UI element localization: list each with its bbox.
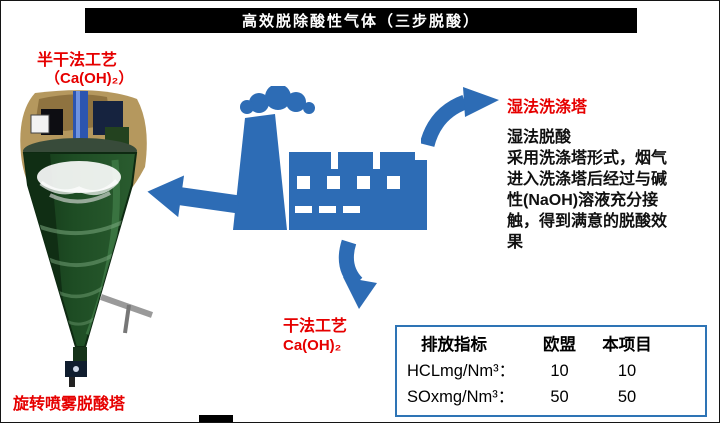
bottom-marker [199,415,233,422]
factory-icon [233,86,427,230]
table-cell-hcl-label: HCLmg/Nm³： [407,362,516,380]
table-cell-hcl-eu: 10 [550,362,569,380]
wet-scrubber-description: 湿法脱酸 采用洗涤塔形式，烟气 进入洗涤塔后经过与碱 性(NaOH)溶液充分接 … [507,127,717,253]
wet-line: 进入洗涤塔后经过与碱 [507,171,668,188]
spray-tower-label: 旋转喷雾脱酸塔 [13,396,126,413]
dry-process-label: 干法工艺 [283,318,348,335]
semi-dry-reagent-label: （Ca(OH)₂） [45,70,134,87]
spray-mist [37,161,121,193]
spray-tower-illustration [20,90,153,387]
left-arrow-icon [147,175,240,218]
emission-table-header-row: 排放指标 欧盟 本项目 [407,332,699,358]
table-row-hcl: HCLmg/Nm³： 10 10 [407,358,699,384]
table-header-indicator: 排放指标 [421,336,487,354]
wet-line: 触，得到满意的脱酸效 [507,213,668,230]
semi-dry-process-label: 半干法工艺 [37,52,118,69]
emission-table: 排放指标 欧盟 本项目 HCLmg/Nm³： 10 10 SOxmg/Nm³： … [395,325,707,417]
wet-scrubber-heading: 湿法洗涤塔 [507,99,588,116]
factory-building [289,152,427,230]
table-cell-sox-label: SOxmg/Nm³： [407,388,515,406]
down-curved-arrow-icon [338,239,377,309]
side-pipe [100,294,153,318]
factory-windows [295,152,427,213]
wet-line: 湿法脱酸 [507,129,572,146]
table-row-sox: SOxmg/Nm³： 50 50 [407,384,699,410]
smokestack [233,114,287,230]
table-header-eu: 欧盟 [543,336,576,354]
table-header-project: 本项目 [602,336,652,354]
dry-reagent-label: Ca(OH)₂ [283,337,342,354]
title-banner: 高效脱除酸性气体（三步脱酸） [85,8,637,33]
smoke-cloud-icon [240,86,315,114]
page-title: 高效脱除酸性气体（三步脱酸） [241,13,480,30]
wet-line: 果 [507,234,524,251]
wet-line: 采用洗涤塔形式，烟气 [507,150,668,167]
tower-bottom-outlet [65,347,87,387]
table-cell-sox-eu: 50 [550,388,569,406]
table-cell-hcl-project: 10 [617,362,637,380]
wet-line: 性(NaOH)溶液充分接 [507,192,659,209]
right-curved-arrow-icon [421,87,499,148]
table-cell-sox-project: 50 [617,388,637,406]
